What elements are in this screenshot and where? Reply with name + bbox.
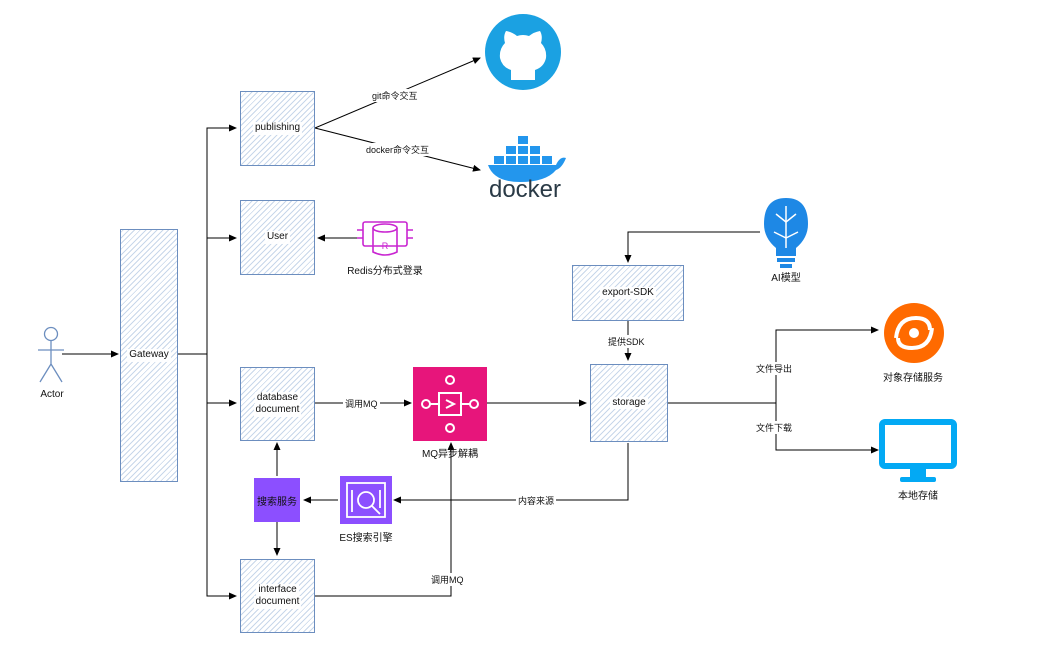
edge-label-docker: docker命令交互 <box>364 143 432 156</box>
interface-document-node: interface document <box>240 559 315 633</box>
object-storage-caption: 对象存储服务 <box>883 373 943 384</box>
redis-icon <box>357 221 413 256</box>
interface-document-label-line2: document <box>253 596 302 609</box>
github-icon <box>485 14 561 90</box>
redis-caption: Redis分布式登录 <box>347 266 423 277</box>
search-service-label: 搜索服务 <box>257 496 297 508</box>
edge-ai-export <box>624 231 760 263</box>
database-document-node: database document <box>240 367 315 441</box>
docker-icon <box>488 136 566 182</box>
storage-label: storage <box>610 396 648 410</box>
edge-storage-local <box>775 403 879 454</box>
storage-node: storage <box>590 364 668 442</box>
edge-label-provide-sdk: 提供SDK <box>606 335 647 348</box>
export-sdk-label: export-SDK <box>600 286 656 300</box>
edge-label-git: git命令交互 <box>370 89 420 102</box>
interface-document-label-line1: interface <box>256 583 299 596</box>
edge-gateway-publishing <box>178 124 237 355</box>
edge-label-file-export: 文件导出 <box>754 362 795 375</box>
gateway-node: Gateway <box>120 229 178 482</box>
publishing-label: publishing <box>252 122 303 135</box>
actor-icon <box>38 326 64 383</box>
local-storage-icon <box>879 419 957 482</box>
user-node: User <box>240 200 315 275</box>
es-icon <box>340 476 392 524</box>
object-storage-icon <box>884 303 944 363</box>
edge-interface-mq <box>315 442 455 597</box>
local-storage-caption: 本地存储 <box>898 491 938 502</box>
database-document-label-line2: document <box>253 404 302 417</box>
mq-icon <box>413 367 487 441</box>
search-service-node: 搜索服务 <box>254 478 300 522</box>
edge-label-content-source: 内容来源 <box>516 494 557 507</box>
actor-caption: Actor <box>40 389 64 400</box>
edge-storage-es <box>393 443 629 504</box>
edge-label-call-mq-top: 调用MQ <box>343 397 380 410</box>
edge-label-file-download: 文件下载 <box>754 421 795 434</box>
ai-model-icon <box>764 198 808 268</box>
export-sdk-node: export-SDK <box>572 265 684 321</box>
user-label: User <box>264 231 291 244</box>
publishing-node: publishing <box>240 91 315 166</box>
ai-caption: AI模型 <box>771 273 801 284</box>
docker-logo-text: docker <box>488 176 562 203</box>
edge-gateway-database <box>206 354 237 407</box>
database-document-label-line1: database <box>254 391 301 404</box>
redis-letter: R <box>382 241 389 251</box>
edge-label-call-mq-bottom: 调用MQ <box>429 573 466 586</box>
mq-caption: MQ异步解耦 <box>421 449 479 460</box>
es-caption: ES搜索引擎 <box>339 533 393 544</box>
edge-gateway-interface <box>206 403 237 600</box>
gateway-label: Gateway <box>127 349 171 362</box>
